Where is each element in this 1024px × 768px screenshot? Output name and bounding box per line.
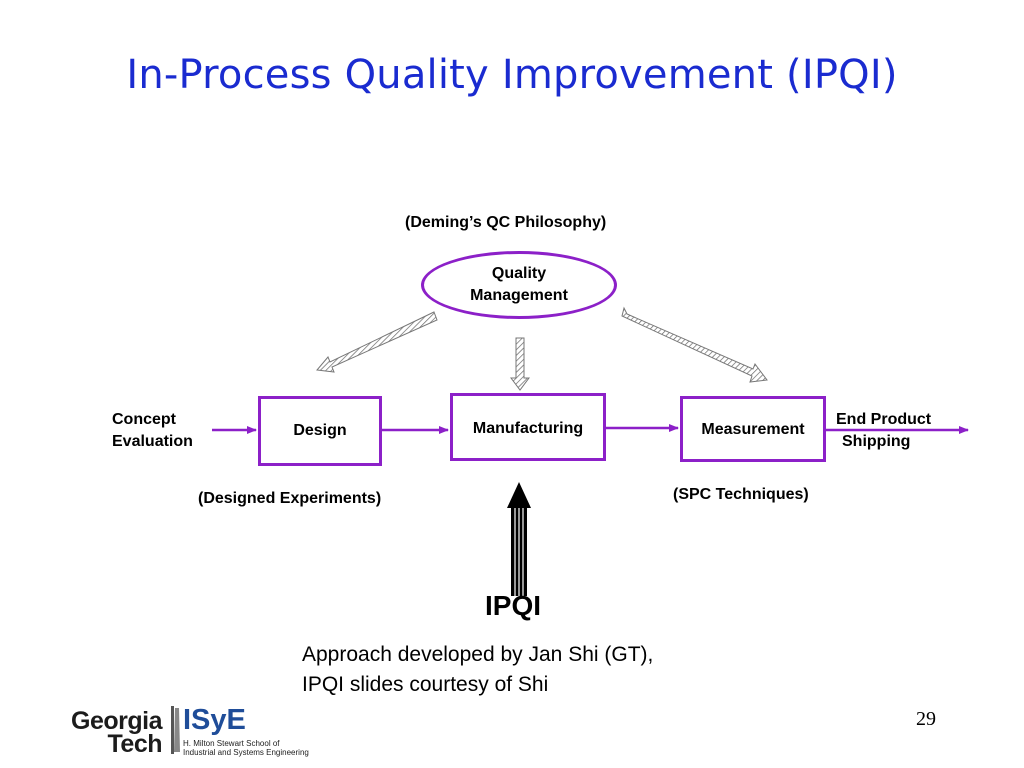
attribution-line2: IPQI slides courtesy of Shi — [302, 673, 549, 696]
slide-title: In-Process Quality Improvement (IPQI) — [126, 52, 898, 98]
manufacturing-label: Manufacturing — [472, 420, 584, 437]
shipping-line: Shipping — [842, 433, 911, 450]
evaluation-line: Evaluation — [112, 433, 193, 450]
logo-isye-text: ISyE — [183, 704, 246, 736]
design-box: Design — [258, 396, 382, 466]
hatched-arrow-right — [621, 306, 768, 383]
manufacturing-box: Manufacturing — [450, 393, 606, 461]
logo-georgia: Georgia — [71, 707, 162, 735]
designed-experiments-label: (Designed Experiments) — [198, 490, 382, 507]
quality-management-ellipse: Quality Management — [421, 251, 617, 319]
page-number: 29 — [916, 708, 936, 730]
end-product-shipping-label: End Product Shipping — [836, 409, 931, 453]
logo-tower-mark — [174, 708, 180, 752]
concept-line: Concept — [112, 411, 176, 428]
concept-evaluation-label: Concept Evaluation — [112, 409, 193, 453]
logo-tech: Tech — [107, 730, 163, 758]
quality-management-line2: Management — [470, 287, 568, 304]
logo-divider — [171, 706, 174, 754]
ipqi-up-arrow — [507, 482, 531, 596]
deming-philosophy-label: (Deming’s QC Philosophy) — [405, 214, 607, 231]
design-label: Design — [293, 422, 347, 439]
logo-school-line1: H. Milton Stewart School of — [183, 739, 280, 748]
georgia-tech-logo: Georgia Tech — [52, 707, 163, 758]
isye-logo: ISyE H. Milton Stewart School of Industr… — [183, 704, 309, 757]
measurement-label: Measurement — [701, 421, 805, 438]
hatched-arrow-center — [510, 337, 530, 391]
attribution-note: Approach developed by Jan Shi (GT), IPQI… — [302, 640, 653, 700]
ipqi-label: IPQI — [485, 590, 542, 621]
quality-management-line1: Quality — [491, 265, 547, 282]
attribution-line1: Approach developed by Jan Shi (GT), — [302, 643, 654, 666]
end-product-line: End Product — [836, 411, 932, 428]
hatched-arrow-left — [316, 311, 438, 373]
measurement-box: Measurement — [680, 396, 826, 462]
spc-techniques-label: (SPC Techniques) — [673, 486, 809, 503]
logo-school-line2: Industrial and Systems Engineering — [183, 748, 309, 757]
